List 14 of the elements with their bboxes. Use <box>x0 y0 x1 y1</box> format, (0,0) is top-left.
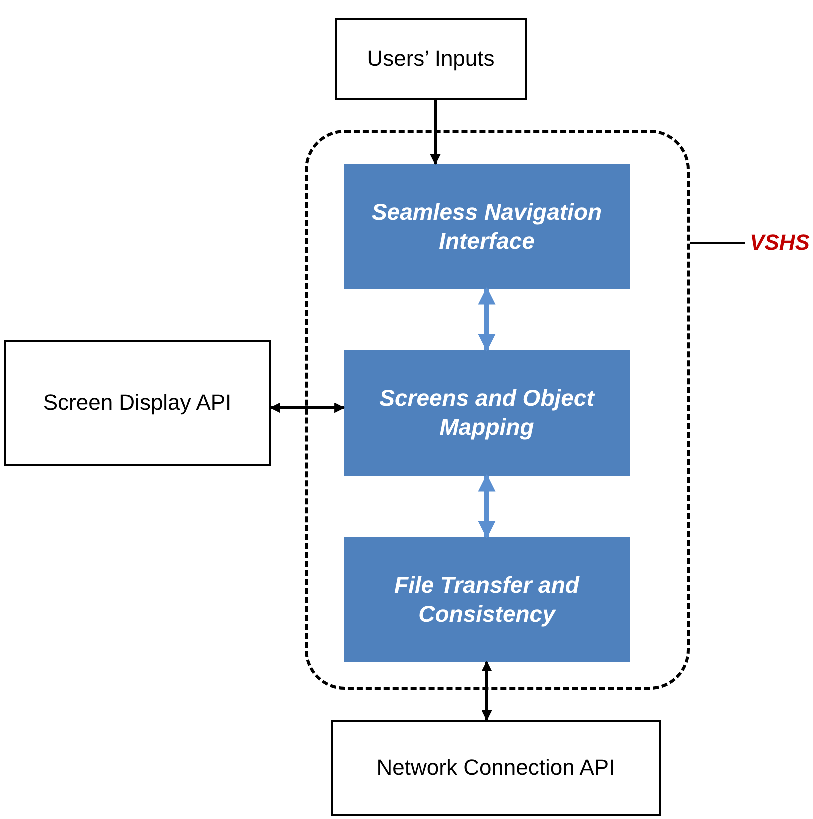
process-box: Users’ Inputs <box>335 18 527 100</box>
dashed-boundary <box>305 130 690 690</box>
module-box: Screens and Object Mapping <box>344 350 630 476</box>
arrow <box>482 660 492 722</box>
process-box: Screen Display API <box>4 340 271 466</box>
arrow <box>478 474 496 539</box>
module-box: File Transfer and Consistency <box>344 537 630 662</box>
arrow <box>478 287 496 352</box>
module-box: Seamless Navigation Interface <box>344 164 630 289</box>
group-label: VSHS <box>745 226 813 260</box>
arrow <box>430 100 441 166</box>
leader-line <box>690 242 745 244</box>
arrow <box>270 402 346 414</box>
process-box: Network Connection API <box>331 720 661 816</box>
